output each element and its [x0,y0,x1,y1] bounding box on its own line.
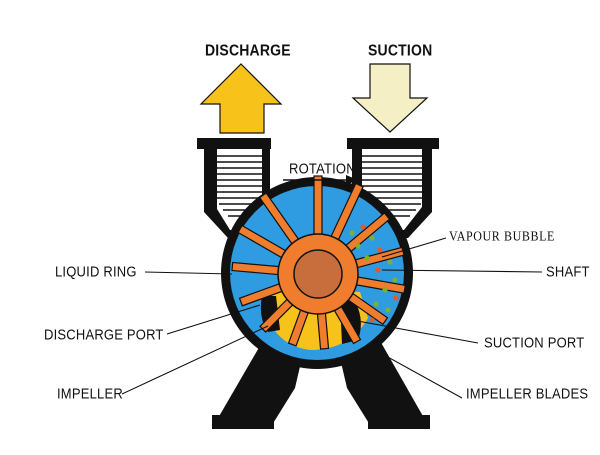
rotation-label: ROTATION [289,160,356,177]
arrow-up-icon [199,63,283,134]
arrow-down-icon [351,63,429,133]
vapour-bubble-label: VAPOUR BUBBLE [449,228,555,244]
shaft [293,249,343,299]
suction-port-label: SUCTION PORT [484,334,585,351]
arrow-right-icon [283,175,358,185]
liquid-ring-label: LIQUID RING [55,263,137,280]
vapour-bubbles [349,224,399,323]
discharge-label: DISCHARGE [205,41,291,59]
impeller-label: IMPELLER [57,385,123,402]
impeller-blades-label: IMPELLER BLADES [466,385,589,402]
shaft-label: SHAFT [546,263,590,280]
suction-label: SUCTION [368,41,433,59]
discharge-port-label: DISCHARGE PORT [44,326,164,343]
leader-lines [121,237,543,399]
